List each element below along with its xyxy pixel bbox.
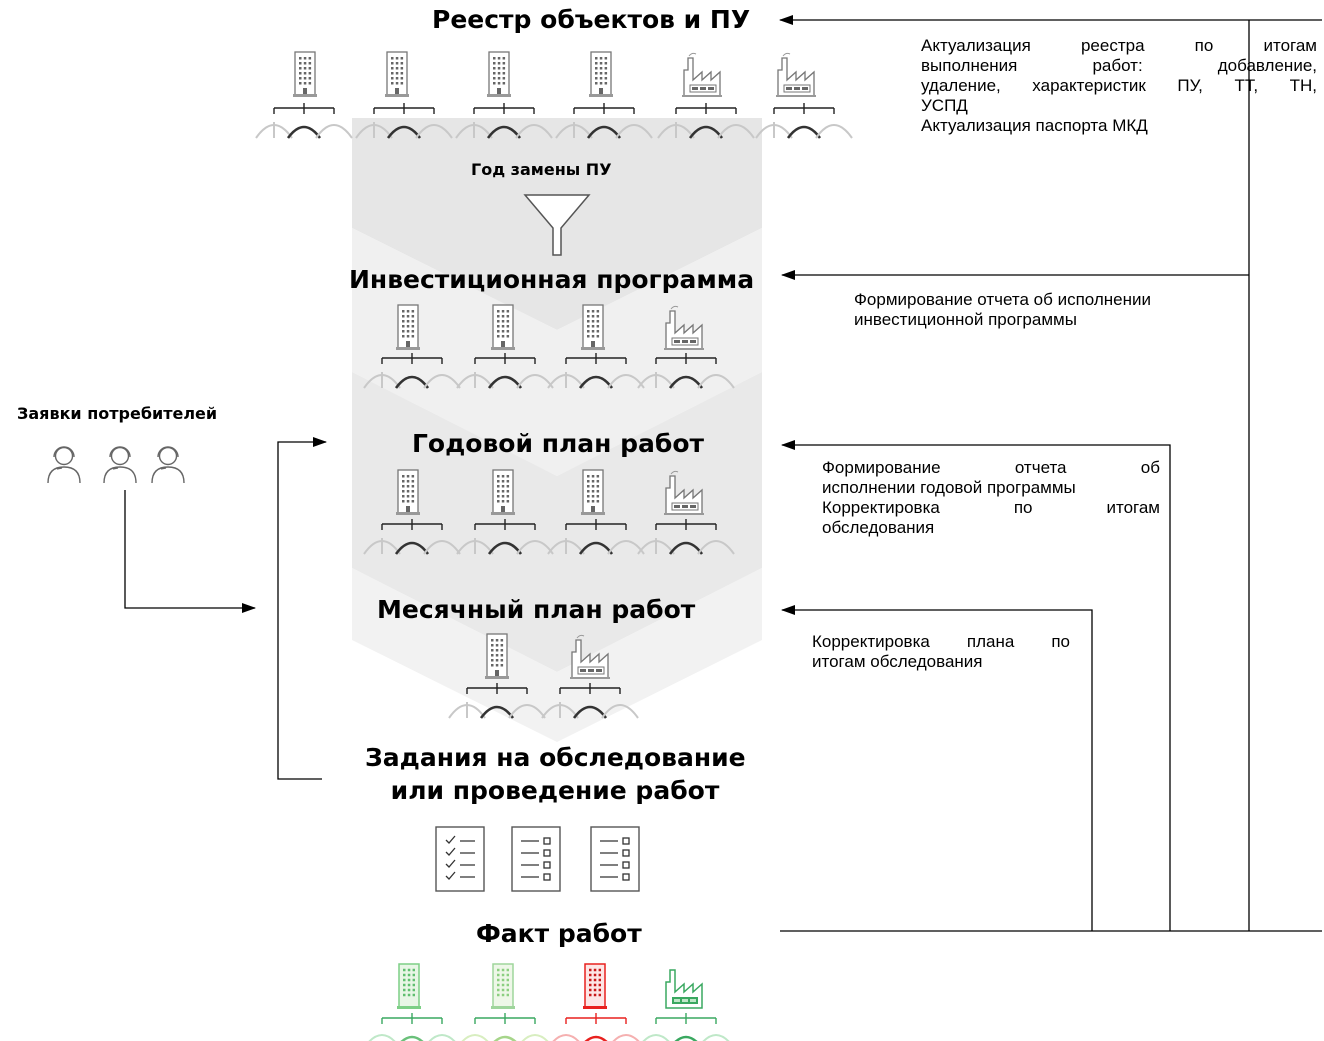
filter-label: Год замены ПУ bbox=[471, 160, 612, 179]
meters-icon bbox=[368, 1013, 456, 1041]
building-icon bbox=[580, 469, 606, 516]
fact-icon-row bbox=[368, 963, 730, 1041]
note-line: итогам обследования bbox=[812, 652, 983, 671]
note-line: Актуализация реестра по итогам bbox=[921, 36, 1317, 55]
monthly-plan-title: Месячный план работ bbox=[377, 595, 696, 624]
building-icon bbox=[583, 963, 607, 1009]
monthly-correction-note: Корректировка плана по итогам обследован… bbox=[812, 632, 1070, 672]
building-icon bbox=[395, 304, 421, 351]
building-icon bbox=[397, 963, 421, 1009]
tasks-loop-arrow bbox=[277, 437, 327, 780]
background-chevron-4 bbox=[352, 568, 762, 742]
fact-title: Факт работ bbox=[476, 919, 642, 948]
consumer-requests-arrow bbox=[124, 490, 256, 613]
annual-plan-title: Годовой план работ bbox=[412, 429, 705, 458]
factory-icon bbox=[775, 52, 817, 98]
note-line: исполнении годовой программы bbox=[822, 478, 1076, 497]
meters-icon bbox=[754, 101, 854, 140]
factory-icon bbox=[681, 52, 723, 98]
investment-title: Инвестиционная программа bbox=[349, 265, 755, 294]
building-icon bbox=[580, 304, 606, 351]
note-line: Актуализация паспорта МКД bbox=[921, 116, 1148, 135]
checklist-icon bbox=[435, 826, 485, 892]
background-chevron-2 bbox=[352, 228, 762, 476]
tasks-icon-row bbox=[435, 826, 640, 892]
building-icon bbox=[484, 633, 510, 680]
building-icon bbox=[588, 51, 614, 98]
feedback-connectors bbox=[124, 20, 1322, 932]
note-line: Корректировка плана по bbox=[812, 632, 1070, 651]
meters-icon bbox=[254, 101, 354, 140]
note-line: инвестиционной программы bbox=[854, 310, 1077, 329]
building-icon bbox=[292, 51, 318, 98]
building-icon bbox=[384, 51, 410, 98]
monthly-feedback-arrow bbox=[781, 605, 1093, 931]
background-chevron-3 bbox=[352, 372, 762, 672]
consumer-icon-row bbox=[47, 446, 185, 484]
note-line: УСПД bbox=[921, 96, 968, 115]
note-line: удаление, характеристик ПУ, ТТ, ТН, bbox=[921, 76, 1317, 95]
building-icon bbox=[395, 469, 421, 516]
note-line: обследования bbox=[822, 518, 935, 537]
consumer-requests-label: Заявки потребителей bbox=[17, 404, 218, 423]
registry-title: Реестр объектов и ПУ bbox=[432, 5, 751, 34]
building-icon bbox=[486, 51, 512, 98]
form-icon bbox=[590, 826, 640, 892]
meters-icon bbox=[642, 1013, 730, 1041]
tasks-title-line2: или проведение работ bbox=[390, 775, 720, 805]
tasks-title-line1: Задания на обследование bbox=[365, 743, 746, 772]
tasks-title: Задания на обследование или проведение р… bbox=[365, 742, 746, 807]
building-icon bbox=[490, 469, 516, 516]
registry-update-note: Актуализация реестра по итогам выполнени… bbox=[921, 36, 1317, 136]
operator-icon bbox=[151, 446, 185, 484]
note-line: Корректировка по итогам bbox=[822, 498, 1160, 517]
registry-feedback-arrow bbox=[780, 20, 1322, 931]
annual-report-note: Формирование отчета об исполнении годово… bbox=[822, 458, 1160, 538]
operator-icon bbox=[47, 446, 81, 484]
form-icon bbox=[511, 826, 561, 892]
building-icon bbox=[490, 304, 516, 351]
factory-icon bbox=[665, 969, 703, 1009]
note-line: Формирование отчета об исполнении bbox=[854, 290, 1152, 309]
note-line: выполнения работ: добавление, bbox=[921, 56, 1317, 75]
meters-icon bbox=[461, 1013, 549, 1041]
note-line: Формирование отчета об bbox=[822, 458, 1160, 477]
annual-feedback-arrow bbox=[781, 440, 1171, 931]
investment-report-note: Формирование отчета об исполнении инвест… bbox=[854, 290, 1234, 330]
building-icon bbox=[491, 963, 515, 1009]
operator-icon bbox=[103, 446, 137, 484]
meters-icon bbox=[552, 1013, 640, 1041]
